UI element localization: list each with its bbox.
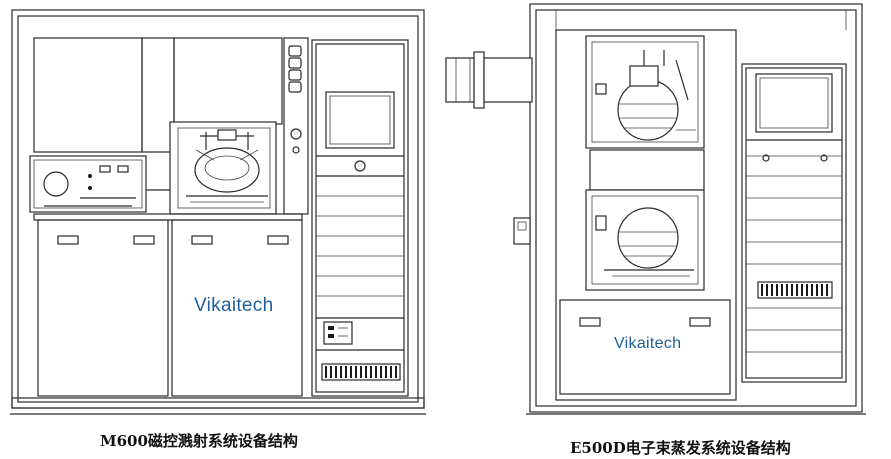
e500d-side-pipe (445, 51, 533, 109)
e500d-caption: E500D电子束蒸发系统设备结构 (570, 439, 791, 457)
m600-control-rack (311, 39, 409, 397)
m600-caption: M600磁控溅射系统设备结构 (100, 432, 298, 450)
e500d-brand-logo: Vikaitech (614, 335, 681, 352)
m600-brand-logo: Vikaitech (194, 295, 273, 316)
m600-load-lock (29, 155, 170, 213)
e500d-control-rack (741, 63, 847, 383)
m600-chamber (186, 129, 268, 203)
e500d-upper-chamber (585, 35, 705, 149)
e500d-machine: Vikaitech (445, 3, 866, 415)
m600-machine: Vikaitech (10, 9, 426, 415)
e500d-lower-chamber (585, 189, 705, 291)
